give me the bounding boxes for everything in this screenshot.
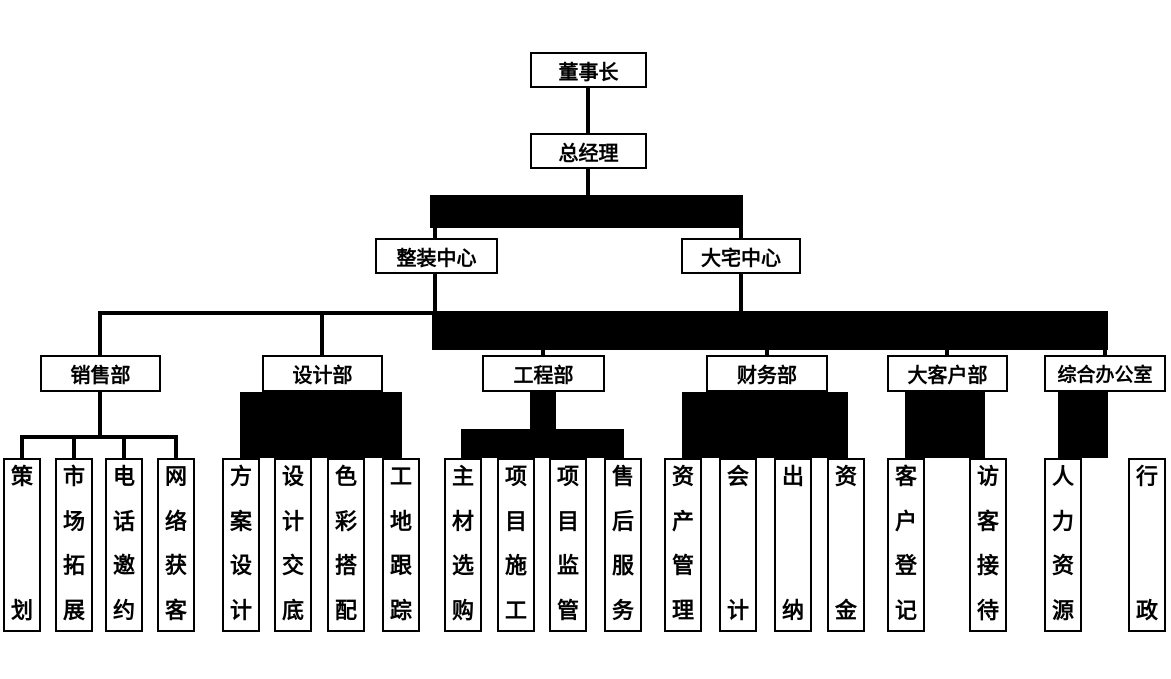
connector-bar-admin-office	[1058, 392, 1108, 458]
node-leaf-finance-3-label: 资金	[834, 465, 857, 624]
connector-left-rail	[98, 311, 436, 315]
node-leaf-sales-0-label: 策划	[10, 465, 33, 624]
node-leaf-key-accounts-0-label: 客户登记	[894, 465, 917, 624]
connector-sales-rail	[20, 435, 178, 439]
node-leaf-design-3: 工地跟踪	[382, 458, 420, 632]
node-leaf-finance-0-label: 资产管理	[671, 465, 694, 624]
node-leaf-key-accounts-0: 客户登记	[887, 458, 925, 632]
node-dept-engineering: 工程部	[482, 355, 605, 392]
node-leaf-finance-0: 资产管理	[664, 458, 702, 632]
connector-drop-center-1	[739, 228, 743, 239]
connector-sales-leaf-1	[72, 435, 76, 458]
connector-gm-bar	[586, 169, 590, 197]
node-center-1: 大宅中心	[681, 238, 801, 274]
node-leaf-sales-1-label: 市场拓展	[62, 465, 85, 624]
node-leaf-design-0: 方案设计	[222, 458, 260, 632]
node-leaf-design-0-label: 方案设计	[229, 465, 252, 624]
node-leaf-engineering-0-label: 主材选购	[451, 465, 474, 624]
node-dept-finance: 财务部	[706, 355, 828, 392]
connector-sales-leaf-0	[20, 435, 24, 458]
node-dept-finance-label: 财务部	[737, 363, 797, 387]
connector-bar-centers	[430, 195, 743, 228]
node-leaf-admin-office-1-label: 行政	[1135, 465, 1158, 624]
node-leaf-engineering-2-label: 项目监管	[556, 465, 579, 624]
connector-bar-departments	[432, 311, 1108, 350]
node-leaf-engineering-2: 项目监管	[549, 458, 587, 632]
node-leaf-engineering-0: 主材选购	[444, 458, 482, 632]
node-chairman-label: 董事长	[558, 59, 619, 84]
node-leaf-finance-2: 出纳	[774, 458, 812, 632]
node-chairman: 董事长	[530, 52, 647, 88]
node-general-manager: 总经理	[530, 133, 647, 169]
node-leaf-admin-office-0-label: 人力资源	[1051, 465, 1074, 624]
node-leaf-design-1-label: 设计交底	[281, 465, 304, 624]
connector-drop-engineering	[541, 350, 545, 356]
connector-drop-key-accounts	[945, 350, 949, 356]
node-dept-design-label: 设计部	[292, 363, 353, 387]
node-leaf-sales-0: 策划	[3, 458, 41, 632]
node-leaf-design-1: 设计交底	[274, 458, 312, 632]
node-leaf-key-accounts-1-label: 访客接待	[976, 465, 999, 624]
node-dept-sales: 销售部	[40, 355, 161, 392]
connector-sales-leaf-3	[174, 435, 178, 458]
connector-bar-engineering	[461, 429, 624, 458]
connector-center-0-down	[433, 274, 437, 314]
node-leaf-admin-office-1: 行政	[1128, 458, 1166, 632]
connector-drop-sales	[98, 311, 102, 355]
connector-bar-finance	[682, 392, 848, 458]
node-dept-admin-office: 综合办公室	[1044, 355, 1166, 392]
connector-drop-admin-office	[1103, 350, 1107, 356]
connector-bar-design	[240, 392, 402, 458]
node-leaf-sales-1: 市场拓展	[55, 458, 93, 632]
node-dept-engineering-label: 工程部	[513, 363, 574, 387]
node-dept-key-accounts: 大客户部	[887, 355, 1008, 392]
node-dept-key-accounts-label: 大客户部	[907, 363, 988, 387]
connector-sales-leaf-2	[122, 435, 126, 458]
node-dept-sales-label: 销售部	[70, 363, 131, 387]
node-leaf-sales-2: 电话邀约	[105, 458, 143, 632]
node-leaf-engineering-1-label: 项目施工	[504, 465, 527, 624]
node-leaf-design-2: 色彩搭配	[327, 458, 365, 632]
connector-drop-design	[320, 311, 324, 355]
node-leaf-key-accounts-1: 访客接待	[969, 458, 1007, 632]
node-leaf-engineering-3: 售后服务	[604, 458, 642, 632]
node-leaf-finance-1-label: 会计	[726, 465, 749, 624]
node-leaf-admin-office-0: 人力资源	[1044, 458, 1082, 632]
connector-drop-finance	[765, 350, 769, 356]
node-leaf-finance-3: 资金	[827, 458, 865, 632]
connector-bar-engineering-stem	[530, 392, 556, 432]
node-dept-design: 设计部	[262, 355, 383, 392]
node-center-1-label: 大宅中心	[701, 245, 781, 270]
node-leaf-design-2-label: 色彩搭配	[334, 465, 357, 624]
node-leaf-finance-2-label: 出纳	[781, 465, 804, 624]
connector-center-1-down	[739, 274, 743, 314]
node-leaf-sales-3-label: 网络获客	[164, 465, 187, 624]
connector-sales-down	[98, 392, 102, 439]
node-leaf-design-3-label: 工地跟踪	[389, 465, 412, 624]
node-leaf-sales-2-label: 电话邀约	[112, 465, 135, 624]
node-leaf-finance-1: 会计	[719, 458, 757, 632]
node-leaf-engineering-3-label: 售后服务	[611, 465, 634, 624]
node-leaf-engineering-1: 项目施工	[497, 458, 535, 632]
connector-bar-key-accounts	[905, 392, 985, 458]
node-center-0: 整装中心	[375, 238, 498, 274]
node-center-0-label: 整装中心	[396, 245, 477, 270]
node-general-manager-label: 总经理	[558, 140, 619, 165]
node-leaf-sales-3: 网络获客	[157, 458, 195, 632]
connector-drop-center-0	[433, 228, 437, 239]
connector-chairman-gm	[586, 88, 590, 133]
node-dept-admin-office-label: 综合办公室	[1057, 364, 1153, 386]
